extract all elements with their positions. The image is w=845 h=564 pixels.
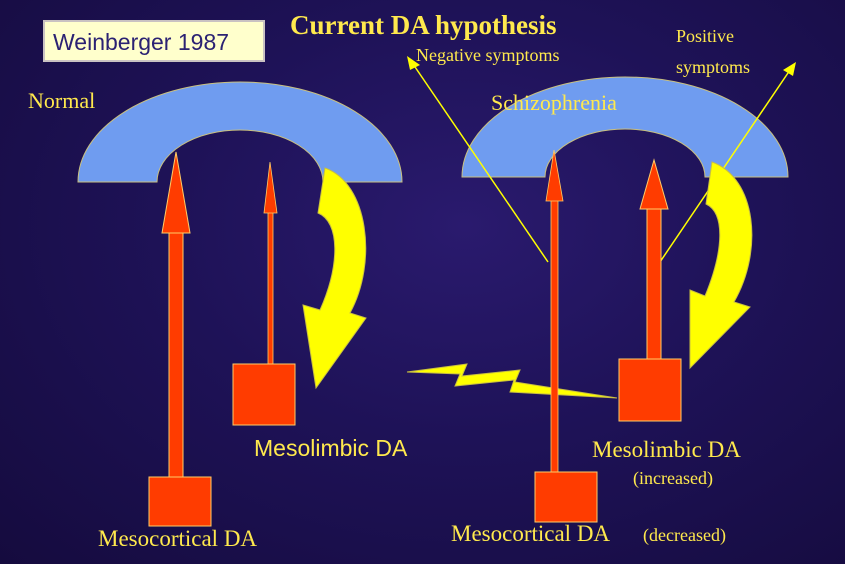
normal-cortex-arch [77, 81, 403, 183]
schizophrenia-mesocortical-note: (decreased) [643, 525, 726, 545]
positive-symptoms-arrow [659, 62, 796, 263]
schizophrenia-mesolimbic-label: Mesolimbic DA [592, 437, 741, 462]
positive-symptoms-label-line2: symptoms [676, 57, 751, 77]
schizophrenia-mesolimbic-arrow [639, 158, 669, 361]
schizophrenia-feedback-arrow [689, 161, 753, 370]
normal-feedback-arrow [302, 167, 367, 390]
normal-mesolimbic-label: Mesolimbic DA [254, 435, 408, 461]
positive-symptoms-label-line1: Positive [676, 26, 735, 46]
negative-symptoms-label: Negative symptoms [416, 45, 560, 65]
lightning-bolt [406, 363, 618, 399]
schizophrenia-mesocortical-arrow [545, 149, 564, 476]
schizophrenia-label: Schizophrenia [491, 90, 617, 115]
normal-mesolimbic-box [232, 363, 296, 426]
schizophrenia-mesolimbic-box [618, 358, 682, 422]
normal-mesocortical-arrow [161, 151, 191, 479]
schizophrenia-mesolimbic-note: (increased) [633, 468, 713, 488]
normal-label: Normal [28, 88, 96, 113]
schizophrenia-mesocortical-box [534, 471, 598, 523]
negative-symptoms-arrow [407, 56, 549, 263]
normal-mesocortical-box [148, 476, 212, 527]
normal-mesocortical-label: Mesocortical DA [98, 526, 258, 551]
schizophrenia-cortex-arch [461, 76, 789, 178]
slide-title: Current DA hypothesis [290, 10, 557, 40]
normal-mesolimbic-arrow [263, 161, 278, 366]
reference-label: Weinberger 1987 [53, 29, 230, 55]
schizophrenia-mesocortical-label: Mesocortical DA [451, 521, 611, 546]
reference-box [43, 20, 265, 62]
